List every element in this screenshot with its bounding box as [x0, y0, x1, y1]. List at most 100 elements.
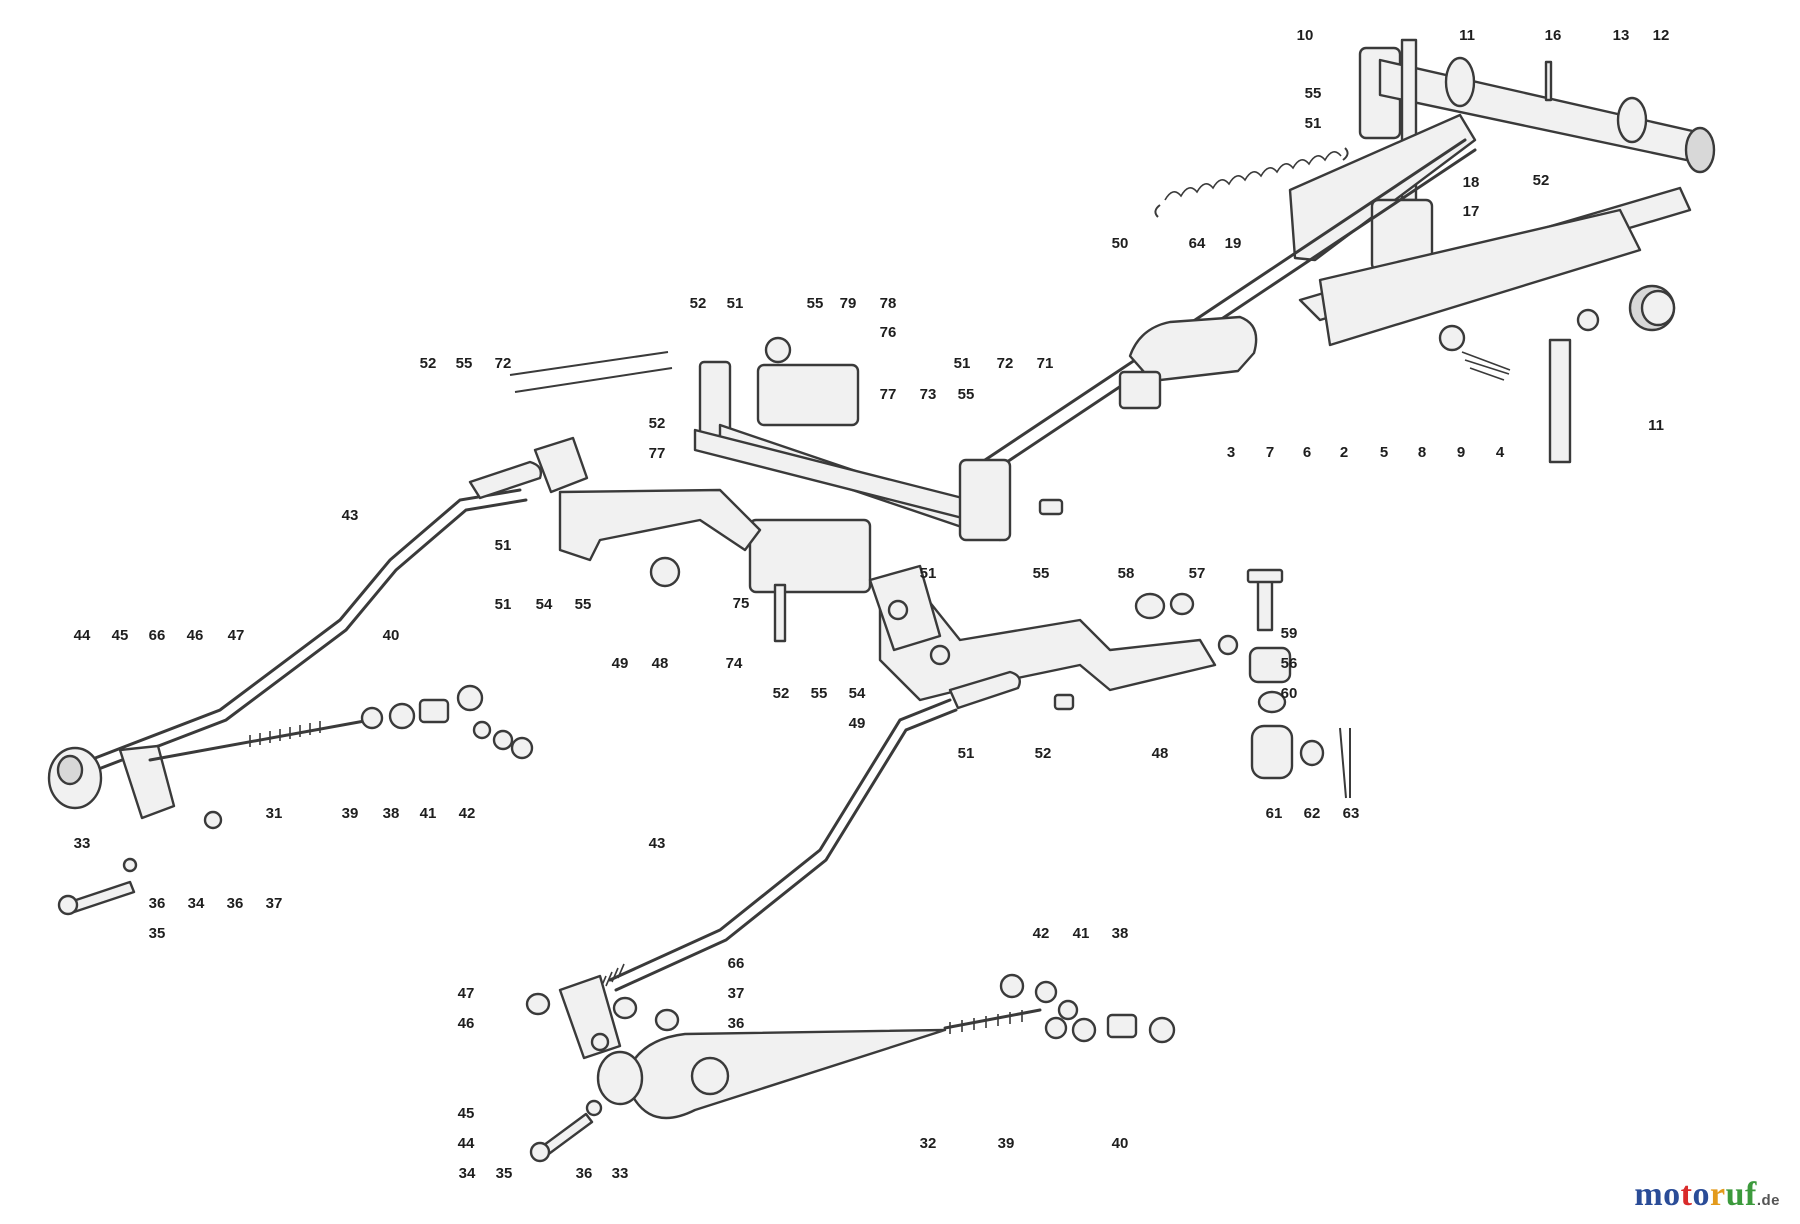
callout-51: 51: [495, 596, 512, 613]
callout-55: 55: [807, 295, 824, 312]
callout-18: 18: [1463, 174, 1480, 191]
tie-rod-assembly-right: [525, 973, 1176, 1163]
callout-56: 56: [1281, 655, 1298, 672]
callout-57: 57: [1189, 565, 1206, 582]
callout-45: 45: [458, 1105, 475, 1122]
callout-63: 63: [1343, 805, 1360, 822]
callout-72: 72: [495, 355, 512, 372]
callout-49: 49: [612, 655, 629, 672]
logo-letter: r: [1709, 1176, 1726, 1213]
callout-46: 46: [187, 627, 204, 644]
callout-49: 49: [849, 715, 866, 732]
callout-48: 48: [652, 655, 669, 672]
callout-19: 19: [1225, 235, 1242, 252]
callout-52: 52: [420, 355, 437, 372]
callout-44: 44: [458, 1135, 475, 1152]
callout-51: 51: [495, 537, 512, 554]
callout-32: 32: [920, 1135, 937, 1152]
callout-6: 6: [1303, 444, 1311, 461]
callout-74: 74: [726, 655, 743, 672]
logo-letter: m: [1634, 1176, 1664, 1213]
callout-7: 7: [1266, 444, 1274, 461]
logo-letter: f: [1744, 1176, 1757, 1213]
linkage-rod-43-upper: [88, 351, 673, 772]
callout-5: 5: [1380, 444, 1388, 461]
callout-55: 55: [1033, 565, 1050, 582]
pivot-axle-assembly: [1358, 38, 1716, 202]
callout-35: 35: [496, 1165, 513, 1182]
callout-55: 55: [811, 685, 828, 702]
callout-36: 36: [728, 1015, 745, 1032]
callout-8: 8: [1418, 444, 1426, 461]
logo-letter: t: [1680, 1176, 1693, 1213]
tie-rod-assembly-left: [47, 684, 534, 916]
logo-letter: o: [1663, 1176, 1681, 1213]
callout-51: 51: [727, 295, 744, 312]
callout-51: 51: [1305, 115, 1322, 132]
callout-48: 48: [1152, 745, 1169, 762]
callout-42: 42: [1033, 925, 1050, 942]
callout-51: 51: [920, 565, 937, 582]
callout-46: 46: [458, 1015, 475, 1032]
callout-59: 59: [1281, 625, 1298, 642]
yoke-linkage-48-lower: [868, 564, 1217, 702]
callout-54: 54: [849, 685, 866, 702]
callout-75: 75: [733, 595, 750, 612]
callout-73: 73: [920, 386, 937, 403]
linkage-rod-43-lower: [599, 670, 1021, 992]
callout-36: 36: [149, 895, 166, 912]
motoruf-logo: motoruf.de: [1634, 1176, 1780, 1214]
callout-17: 17: [1463, 203, 1480, 220]
yoke-linkage-48-upper: [533, 436, 762, 588]
callout-76: 76: [880, 324, 897, 341]
callout-16: 16: [1545, 27, 1562, 44]
callout-41: 41: [420, 805, 437, 822]
callout-52: 52: [1533, 172, 1550, 189]
bolt-and-clevis-hardware: [773, 568, 1351, 799]
callout-13: 13: [1613, 27, 1630, 44]
callout-71: 71: [1037, 355, 1054, 372]
callout-66: 66: [728, 955, 745, 972]
logo-letter: u: [1725, 1176, 1745, 1213]
callout-62: 62: [1304, 805, 1321, 822]
callout-39: 39: [998, 1135, 1015, 1152]
callout-51: 51: [954, 355, 971, 372]
callout-79: 79: [840, 295, 857, 312]
callout-43: 43: [649, 835, 666, 852]
callout-9: 9: [1457, 444, 1465, 461]
callout-47: 47: [458, 985, 475, 1002]
callout-11: 11: [1459, 27, 1475, 44]
callout-64: 64: [1189, 235, 1206, 252]
callout-36: 36: [227, 895, 244, 912]
callout-41: 41: [1073, 925, 1090, 942]
callout-55: 55: [575, 596, 592, 613]
callout-42: 42: [459, 805, 476, 822]
callout-35: 35: [149, 925, 166, 942]
callout-40: 40: [383, 627, 400, 644]
callout-60: 60: [1281, 685, 1298, 702]
callout-37: 37: [266, 895, 283, 912]
callout-2: 2: [1340, 444, 1348, 461]
callout-40: 40: [1112, 1135, 1129, 1152]
callout-33: 33: [74, 835, 91, 852]
spring-64: [1154, 147, 1349, 218]
callout-11: 11: [1648, 417, 1664, 434]
callout-52: 52: [1035, 745, 1052, 762]
callout-33: 33: [612, 1165, 629, 1182]
callout-31: 31: [266, 805, 283, 822]
callout-38: 38: [1112, 925, 1129, 942]
callout-52: 52: [690, 295, 707, 312]
logo-letter: o: [1692, 1176, 1710, 1213]
callout-12: 12: [1653, 27, 1670, 44]
callout-50: 50: [1112, 235, 1129, 252]
callout-10: 10: [1297, 27, 1314, 44]
callout-77: 77: [880, 386, 897, 403]
callout-52: 52: [773, 685, 790, 702]
logo-wordmark: motoruf: [1634, 1176, 1757, 1213]
callout-77: 77: [649, 445, 666, 462]
callout-37: 37: [728, 985, 745, 1002]
callout-55: 55: [456, 355, 473, 372]
callout-61: 61: [1266, 805, 1283, 822]
callout-55: 55: [1305, 85, 1322, 102]
